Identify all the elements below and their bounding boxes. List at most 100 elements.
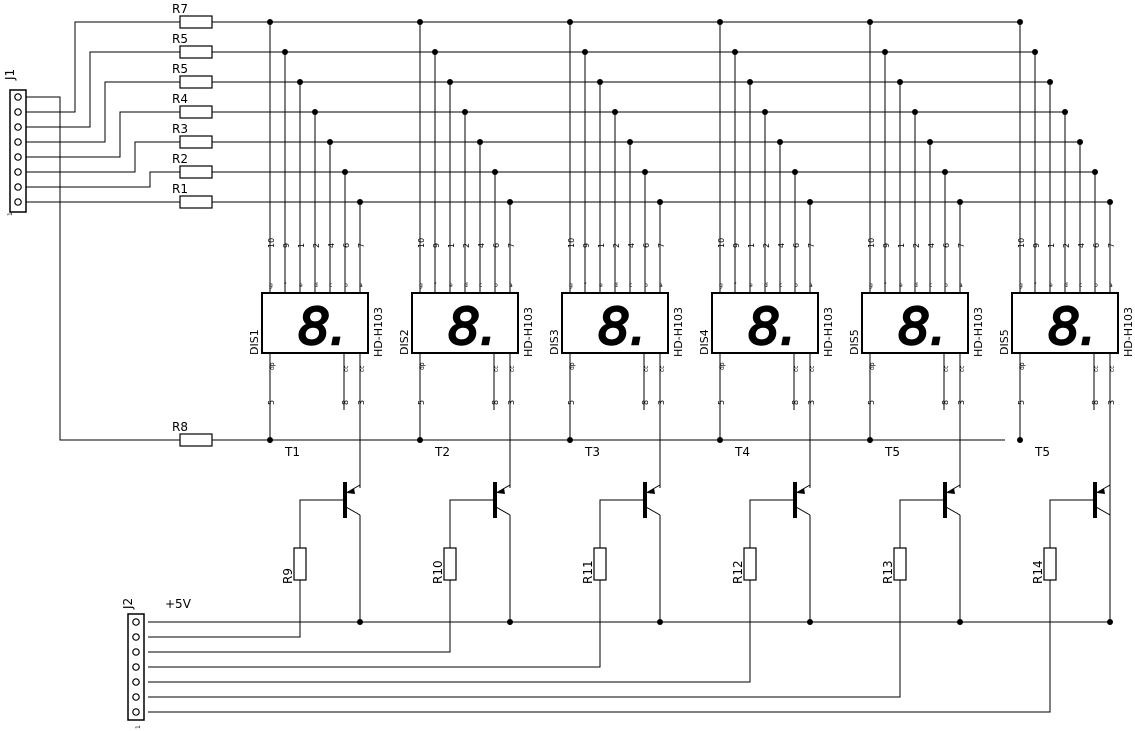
junction-dot [507,619,513,625]
display-segment-letter: a [959,282,963,289]
display-segment-letter: f [734,282,737,289]
display-segment-letter: d [1064,282,1068,289]
base-resistor [743,547,757,581]
display-segment-letter: d [614,282,618,289]
junction-dot [1017,19,1023,25]
display-pin-number: 2 [612,243,621,248]
display-segment-letter: d [464,282,468,289]
connector-pin [14,93,22,101]
junction-dot [717,437,723,443]
connector-pin [132,708,140,716]
base-drive-wire [148,580,451,653]
display-part-label: HD-H103 [672,307,685,357]
dp-bus [22,96,1005,441]
dp-resistor-label: R8 [172,420,188,434]
display-pin-number: 5 [267,400,276,405]
junction-dot [1077,139,1083,145]
display-cc-letter: cc [1093,365,1100,372]
display-segment-letter: e [599,282,603,289]
segment-bus-5 [22,141,1080,173]
junction-dot [732,49,738,55]
base-resistor [293,547,307,581]
display-segment-letter: f [584,282,587,289]
display-segment-letter: g [419,282,423,289]
display-cc-letter: cc [809,365,816,372]
display-pin-number: 4 [1077,243,1086,248]
display-pin-number: 8 [1091,400,1100,405]
display-dp-letter: dp [869,362,876,370]
display-pin-number: 2 [312,243,321,248]
display-pin-number: 6 [342,243,351,248]
junction-dot [657,619,663,625]
display-pin-number: 10 [717,238,726,248]
wires [22,21,1111,713]
display-segment-letter: d [764,282,768,289]
display-pin-number: 10 [867,238,876,248]
display-cc-letter: cc [493,365,500,372]
display-pin-number: 2 [762,243,771,248]
connector-pin [132,618,140,626]
j1-pin1-marker: 1 [7,212,14,216]
segment-resistor [179,15,213,29]
segment-bus-1 [22,21,1020,113]
display-segment-letter: g [869,282,873,289]
display-pin-number: 2 [462,243,471,248]
display-pin-number: 1 [1047,243,1056,248]
display-pin-number: 8 [941,400,950,405]
segment-bus-2 [22,51,1035,128]
display-dp-letter: dp [719,362,726,370]
base-resistor [1043,547,1057,581]
junction-dot [747,79,753,85]
display-segment-letter: b [944,282,948,289]
junction-dot [1092,169,1098,175]
j2-pin1-marker: 1 [135,725,142,729]
display-segment-letter: a [1109,282,1113,289]
display-body [861,292,969,354]
display-segment-letter: g [269,282,273,289]
display-segment-letter: e [1049,282,1053,289]
transistor-base-wire [449,499,495,548]
display-pin-number: 7 [507,243,516,248]
transistor-base-wire [299,499,345,548]
j1-label: J1 [3,69,17,81]
connector-pin [132,648,140,656]
transistor-label: T5 [1034,445,1050,459]
base-resistor [443,547,457,581]
junction-dot [777,139,783,145]
display-pin-number: 1 [447,243,456,248]
junction-dot [927,139,933,145]
transistor-arrow [497,488,505,494]
connector-pin [14,153,22,161]
display-pin-number: 9 [882,243,891,248]
display-segment-letter: c [1079,282,1082,289]
junction-dot [357,619,363,625]
segment-resistor-label: R3 [172,122,188,136]
transistor-arrow [1097,488,1105,494]
display-cc-letter: cc [659,365,666,372]
base-resistor-label: R10 [431,560,445,584]
transistor-emitter [495,506,511,516]
display-segment-letter: b [794,282,798,289]
display-pin-number: 3 [807,400,816,405]
display-segment-letter: g [1019,282,1023,289]
junction-dot [507,199,513,205]
junction-dot [447,79,453,85]
display-pin-number: 4 [327,243,336,248]
junction-dot [477,139,483,145]
transistor-emitter [645,506,661,516]
transistor-arrow [947,488,955,494]
transistor-label: T3 [584,445,600,459]
junction-dot [462,109,468,115]
display-pin-number: 3 [1107,400,1116,405]
display-pin-number: 7 [657,243,666,248]
display-cc-letter: cc [643,365,650,372]
base-drive-wire [148,580,1051,713]
segment-resistor [179,135,213,149]
segment-resistor [179,105,213,119]
base-resistor-label: R13 [881,560,895,584]
junction-dot [327,139,333,145]
display-pin-number: 7 [357,243,366,248]
display-segment-letter: c [929,282,932,289]
